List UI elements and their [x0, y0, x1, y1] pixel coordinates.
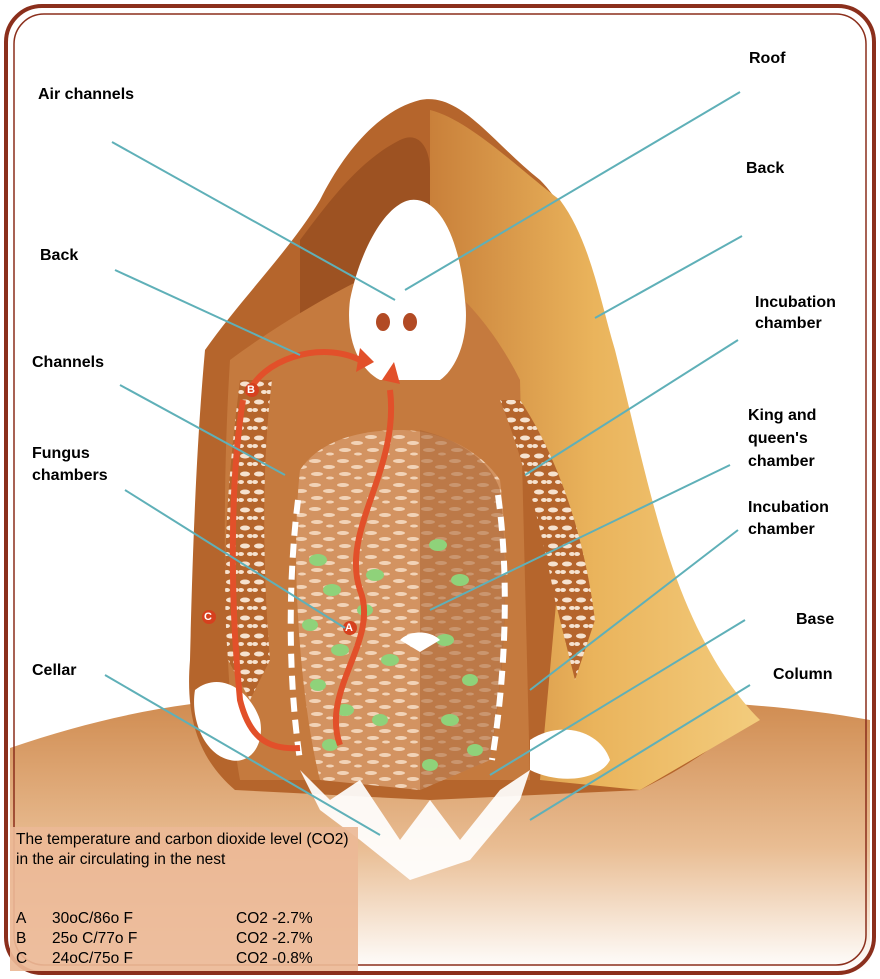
label-king-line3: chamber	[748, 451, 815, 472]
label-roof: Roof	[749, 48, 785, 69]
label-channels: Channels	[32, 352, 104, 373]
fungus-right-shade	[420, 430, 505, 790]
label-base: Base	[796, 609, 834, 630]
info-row-a-temp: 30oC/86o F	[52, 909, 133, 929]
label-back-right: Back	[746, 158, 784, 179]
marker-a: A	[345, 619, 353, 637]
label-back-left: Back	[40, 245, 78, 266]
label-fungus-line1: Fungus	[32, 443, 90, 464]
label-king-line1: King and	[748, 405, 816, 426]
info-description: The temperature and carbon dioxide level…	[16, 830, 356, 870]
label-incubation-top-line2: chamber	[755, 313, 822, 334]
info-row-a-co2: CO2 -2.7%	[236, 909, 313, 929]
label-incubation-bottom-line1: Incubation	[748, 497, 829, 518]
info-row-b-id: B	[16, 929, 26, 949]
info-row-c-temp: 24oC/75o F	[52, 949, 133, 969]
info-row-a-id: A	[16, 909, 26, 929]
info-row-c-co2: CO2 -0.8%	[236, 949, 313, 969]
info-row-c-id: C	[16, 949, 27, 969]
marker-c: C	[204, 608, 212, 626]
label-king-line2: queen's	[748, 428, 808, 449]
info-row-b-temp: 25o C/77o F	[52, 929, 137, 949]
info-row-b-co2: CO2 -2.7%	[236, 929, 313, 949]
label-fungus-line2: chambers	[32, 465, 108, 486]
label-column: Column	[773, 664, 833, 685]
label-incubation-top-line1: Incubation	[755, 292, 836, 313]
info-panel: The temperature and carbon dioxide level…	[10, 827, 358, 971]
marker-b: B	[247, 381, 255, 399]
label-air-channels: Air channels	[38, 84, 134, 105]
label-cellar: Cellar	[32, 660, 76, 681]
label-incubation-bottom-line2: chamber	[748, 519, 815, 540]
